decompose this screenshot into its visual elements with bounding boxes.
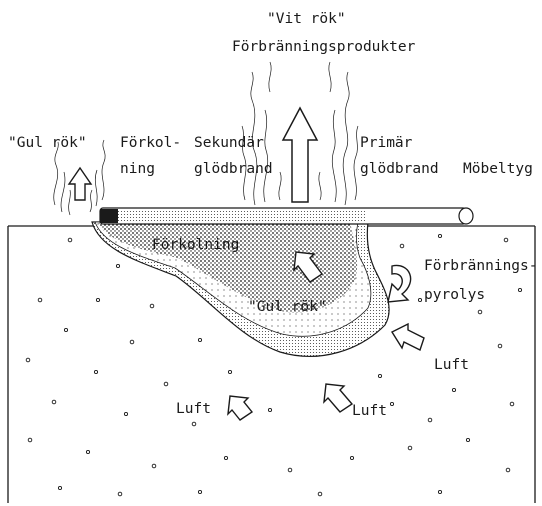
white-smoke-label: "Vit rök" (267, 12, 346, 27)
curved-arrow-icon (388, 265, 411, 302)
charring-label-line2: ning (120, 162, 155, 177)
pyrolysis-label-line1: Förbrännings- (424, 259, 538, 274)
upholstery-fabric (100, 208, 473, 224)
air-arrow-left-icon (228, 396, 252, 420)
combustion-products-label: Förbränningsprodukter (232, 40, 415, 55)
air-label-left: Luft (176, 402, 211, 417)
inner-yellow-smoke-label: "Gul rök" (248, 300, 327, 315)
charring-zone-label: Förkolning (152, 238, 239, 253)
secondary-label-line1: Sekundär (194, 136, 264, 151)
pyrolysis-label-line2: pyrolys (424, 288, 485, 303)
primary-label-line1: Primär (360, 136, 412, 151)
air-label-bottom: Luft (352, 404, 387, 419)
air-arrow-right-icon (392, 324, 424, 350)
charring-label-line1: Förkol- (120, 136, 181, 151)
primary-label-line2: glödbrand (360, 162, 439, 177)
smoke-up-arrow-icon (69, 168, 91, 200)
yellow-smoke-label: "Gul rök" (8, 136, 87, 151)
up-arrow-icon (283, 108, 317, 202)
secondary-label-line2: glödbrand (194, 162, 273, 177)
upholstery-label: Möbeltyg (463, 162, 533, 177)
air-label-right: Luft (434, 358, 469, 373)
air-arrow-bottom-icon (324, 384, 352, 412)
